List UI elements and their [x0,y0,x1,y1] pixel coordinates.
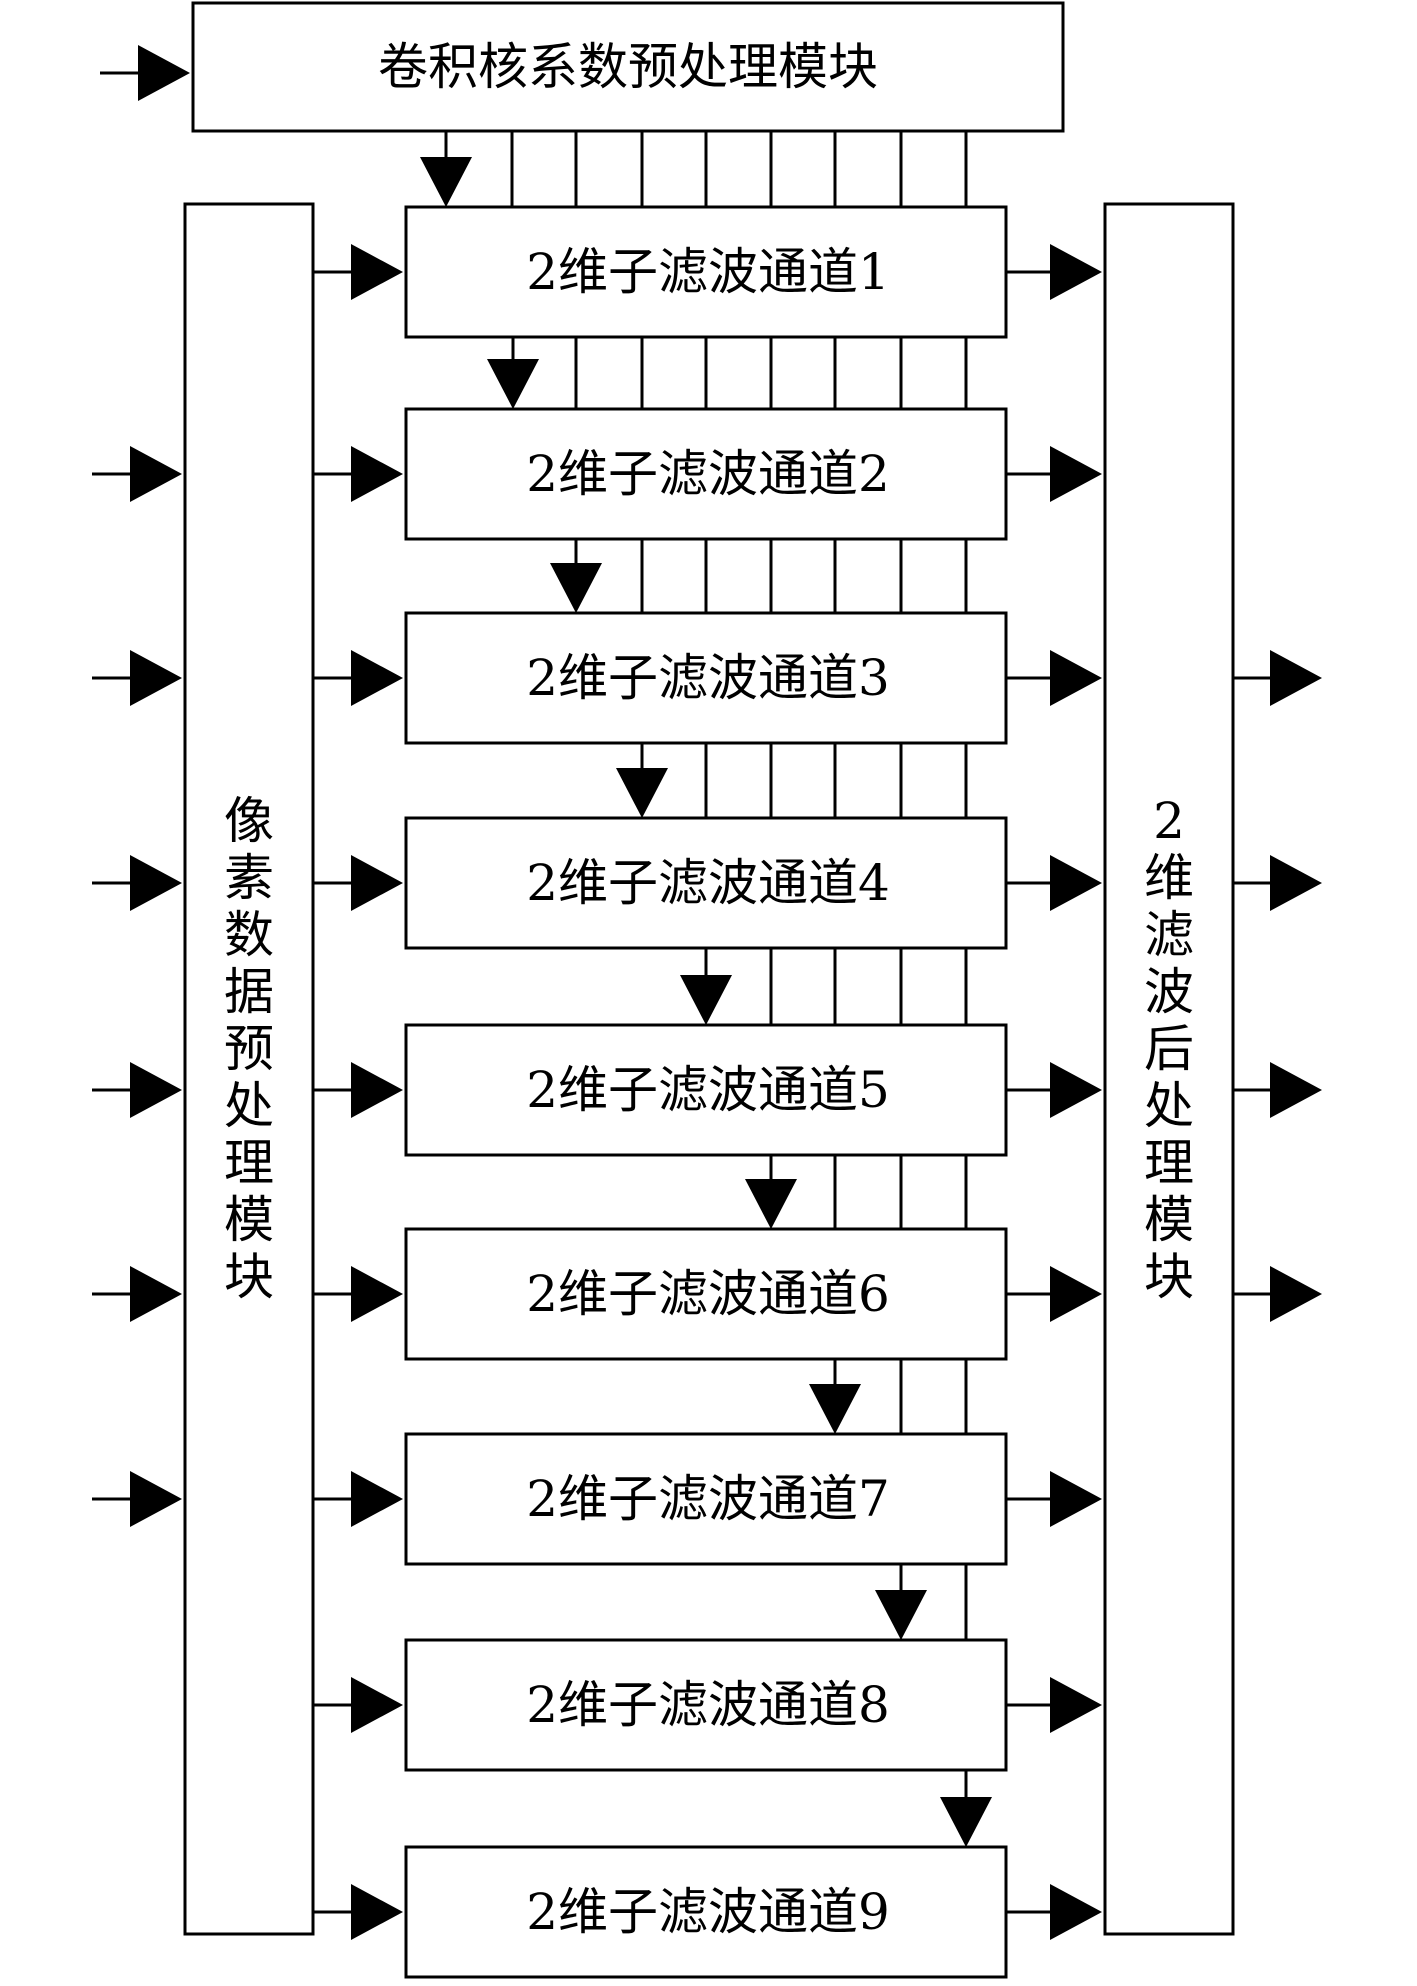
channel-to-post-arrow-9-head [1050,1884,1102,1940]
vertical-glyph: 滤 [1144,906,1194,964]
channel-to-post-arrow-5-head [1050,1062,1102,1118]
channel-box [404,611,1008,745]
channel-label: 2维子滤波通道2 [526,445,890,503]
coef-down-arrow-4-head [616,768,668,818]
pixel-to-channel-arrow-3-head [351,650,403,706]
channel-stack: 2维子滤波通道1 2维子滤波通道2 2维子滤波通道3 2维子滤波通道4 2维子滤波通道5… [404,205,1008,1979]
pixel-input-arrow-7-head [130,1471,182,1527]
vertical-glyph: 处 [1144,1077,1194,1135]
post-module-box [1103,202,1235,1936]
channel-label: 2维子滤波通道4 [526,854,890,912]
kernel-input-arrow-head [138,45,190,101]
pixel-module-box [183,202,315,1936]
vertical-glyph: 处 [224,1077,274,1135]
filter-channel-7: 2维子滤波通道7 [404,1432,1008,1566]
channel-to-post-arrow-8-head [1050,1677,1102,1733]
channel-box [404,1638,1008,1772]
post-output-arrow-6-head [1270,1266,1322,1322]
channel-label: 2维子滤波通道7 [526,1470,890,1528]
coef-down-arrow-6-head [745,1179,797,1229]
channel-to-post-arrow-1-head [1050,244,1102,300]
channel-label: 2维子滤波通道6 [526,1265,890,1323]
pixel-module-label: 像素数据预处理模块 [224,792,274,1306]
channel-box [404,1227,1008,1361]
coef-down-arrow-7-head [809,1384,861,1434]
filter-channel-4: 2维子滤波通道4 [404,816,1008,950]
pixel-to-channel-arrow-8-head [351,1677,403,1733]
pixel-input-arrow-3-head [130,650,182,706]
channel-label: 2维子滤波通道1 [526,243,890,301]
channel-to-post-arrow-4-head [1050,855,1102,911]
vertical-glyph: 维 [1144,849,1194,907]
channel-box [404,1023,1008,1157]
vertical-glyph: 2 [1153,792,1185,850]
vertical-glyph: 理 [224,1134,274,1192]
channel-label: 2维子滤波通道5 [526,1061,890,1119]
channel-to-post-arrow-6-head [1050,1266,1102,1322]
kernel-module-box [191,1,1065,133]
filter-channel-6: 2维子滤波通道6 [404,1227,1008,1361]
channel-label: 2维子滤波通道3 [526,649,890,707]
channel-label: 2维子滤波通道8 [526,1676,890,1734]
kernel-module-label: 卷积核系数预处理模块 [378,38,878,96]
pixel-to-channel-arrow-9-head [351,1884,403,1940]
channel-to-post-arrow-7-head [1050,1471,1102,1527]
vertical-glyph: 后 [1144,1020,1194,1078]
pixel-input-arrow-6-head [130,1266,182,1322]
vertical-glyph: 据 [224,963,274,1021]
vertical-glyph: 模 [224,1191,274,1249]
filter-channel-1: 2维子滤波通道1 [404,205,1008,339]
vertical-glyph: 理 [1144,1134,1194,1192]
vertical-glyph: 块 [224,1248,274,1306]
filter-channel-5: 2维子滤波通道5 [404,1023,1008,1157]
post-output-arrow-3-head [1270,650,1322,706]
pixel-to-channel-arrow-6-head [351,1266,403,1322]
pixel-input-arrow-4-head [130,855,182,911]
vertical-glyph: 数 [224,906,274,964]
channel-box [404,816,1008,950]
pixel-to-channel-arrow-5-head [351,1062,403,1118]
filter-channel-9: 2维子滤波通道9 [404,1845,1008,1979]
pixel-input-arrow-2-head [130,446,182,502]
channel-box [404,1845,1008,1979]
channel-box [404,407,1008,541]
vertical-glyph: 波 [1144,963,1194,1021]
vertical-glyph: 块 [1144,1248,1194,1306]
pixel-to-channel-arrow-2-head [351,446,403,502]
coef-down-arrow-3-head [550,563,602,613]
filter-channel-3: 2维子滤波通道3 [404,611,1008,745]
vertical-glyph: 像 [224,792,274,850]
pixel-to-channel-arrow-7-head [351,1471,403,1527]
coef-down-arrow-8-head [875,1590,927,1640]
channel-label: 2维子滤波通道9 [526,1883,890,1941]
channel-box [404,1432,1008,1566]
channel-box [404,205,1008,339]
channel-to-post-arrow-2-head [1050,446,1102,502]
post-output-arrow-4-head [1270,855,1322,911]
channel-to-post-arrow-3-head [1050,650,1102,706]
filter-channel-2: 2维子滤波通道2 [404,407,1008,541]
vertical-glyph: 素 [224,849,274,907]
connector-lines [92,45,1322,1940]
coef-down-arrow-1-head [420,157,472,207]
coef-down-arrow-9-head [940,1797,992,1847]
vertical-glyph: 预 [224,1020,274,1078]
pixel-to-channel-arrow-4-head [351,855,403,911]
pixel-to-channel-arrow-1-head [351,244,403,300]
pixel-input-arrow-5-head [130,1062,182,1118]
post-output-arrow-5-head [1270,1062,1322,1118]
coef-down-arrow-5-head [680,975,732,1025]
coef-down-arrow-2-head [487,359,539,409]
filter-channel-8: 2维子滤波通道8 [404,1638,1008,1772]
vertical-glyph: 模 [1144,1191,1194,1249]
